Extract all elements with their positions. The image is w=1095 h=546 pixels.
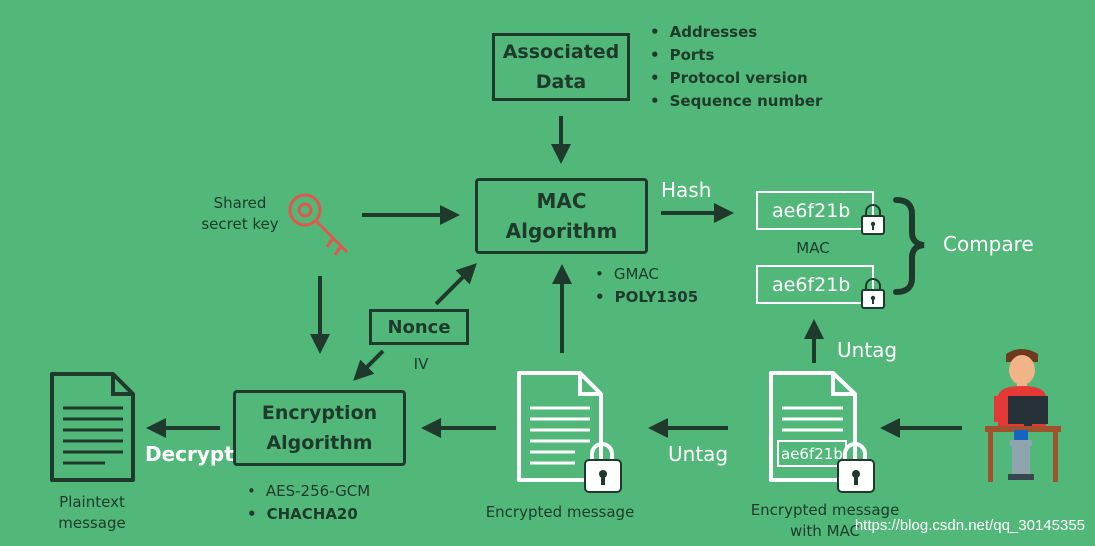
lock-icon xyxy=(584,442,622,493)
hash-label: Hash xyxy=(661,178,712,202)
associated-data-title: Associated Data xyxy=(502,41,620,93)
associated-data-list: Addresses Ports Protocol version Sequenc… xyxy=(650,21,823,113)
nonce-box: Nonce xyxy=(369,309,469,345)
associated-data-item: Sequence number xyxy=(650,90,823,113)
nonce-title: Nonce xyxy=(387,316,451,338)
encryption-algorithm-list: AES-256-GCM CHACHA20 xyxy=(247,480,370,526)
encrypted-mac-document-icon xyxy=(769,371,857,482)
decrypt-label: Decrypt xyxy=(145,442,234,466)
encryption-algorithm-title: Encryption Algorithm xyxy=(261,402,378,454)
encryption-algorithm-item: AES-256-GCM xyxy=(247,480,370,503)
shared-key-label: Shared secret key xyxy=(201,194,279,233)
person-at-desk-icon xyxy=(985,349,1061,482)
associated-data-item: Addresses xyxy=(650,21,822,44)
mac-algorithm-item: GMAC xyxy=(595,263,698,286)
mac-label: MAC xyxy=(796,239,830,257)
mac-tag-computed: ae6f21b xyxy=(756,191,874,230)
mac-algorithm-list: GMAC POLY1305 xyxy=(595,263,698,309)
mac-algorithm-item: POLY1305 xyxy=(595,286,699,309)
encrypted-mac-tag-text: ae6f21b xyxy=(781,445,843,463)
associated-data-item: Ports xyxy=(650,44,822,67)
untag-label-bottom: Untag xyxy=(668,442,729,466)
associated-data-item: Protocol version xyxy=(650,67,822,90)
mac-tag-value: ae6f21b xyxy=(772,199,851,222)
lock-icon xyxy=(861,204,885,235)
mac-algorithm-box: MAC Algorithm xyxy=(475,178,648,254)
lock-icon xyxy=(837,442,875,493)
untag-label-top: Untag xyxy=(837,338,898,362)
plaintext-label: Plaintext message xyxy=(58,493,126,532)
associated-data-box: Associated Data xyxy=(492,33,630,101)
compare-brace xyxy=(893,197,925,295)
encrypted-mac-label: Encrypted message with MAC xyxy=(750,501,900,540)
mac-tag-value: ae6f21b xyxy=(772,273,851,296)
encryption-algorithm-item: CHACHA20 xyxy=(247,503,370,526)
mac-tag-received: ae6f21b xyxy=(756,265,874,304)
mac-algorithm-title: MAC Algorithm xyxy=(505,189,618,243)
lock-icon xyxy=(861,278,885,309)
watermark: https://blog.csdn.net/qq_30145355 xyxy=(854,517,1085,534)
iv-label: IV xyxy=(413,355,429,373)
key-icon xyxy=(288,193,349,256)
encrypted-document-icon xyxy=(517,371,603,482)
plaintext-document-icon xyxy=(50,372,135,482)
arrow-nonce-to-encryption xyxy=(353,349,385,381)
compare-label: Compare xyxy=(943,232,1034,256)
arrow-nonce-to-mac xyxy=(434,263,477,306)
encrypted-label: Encrypted message xyxy=(485,503,635,521)
encryption-algorithm-box: Encryption Algorithm xyxy=(233,390,406,466)
